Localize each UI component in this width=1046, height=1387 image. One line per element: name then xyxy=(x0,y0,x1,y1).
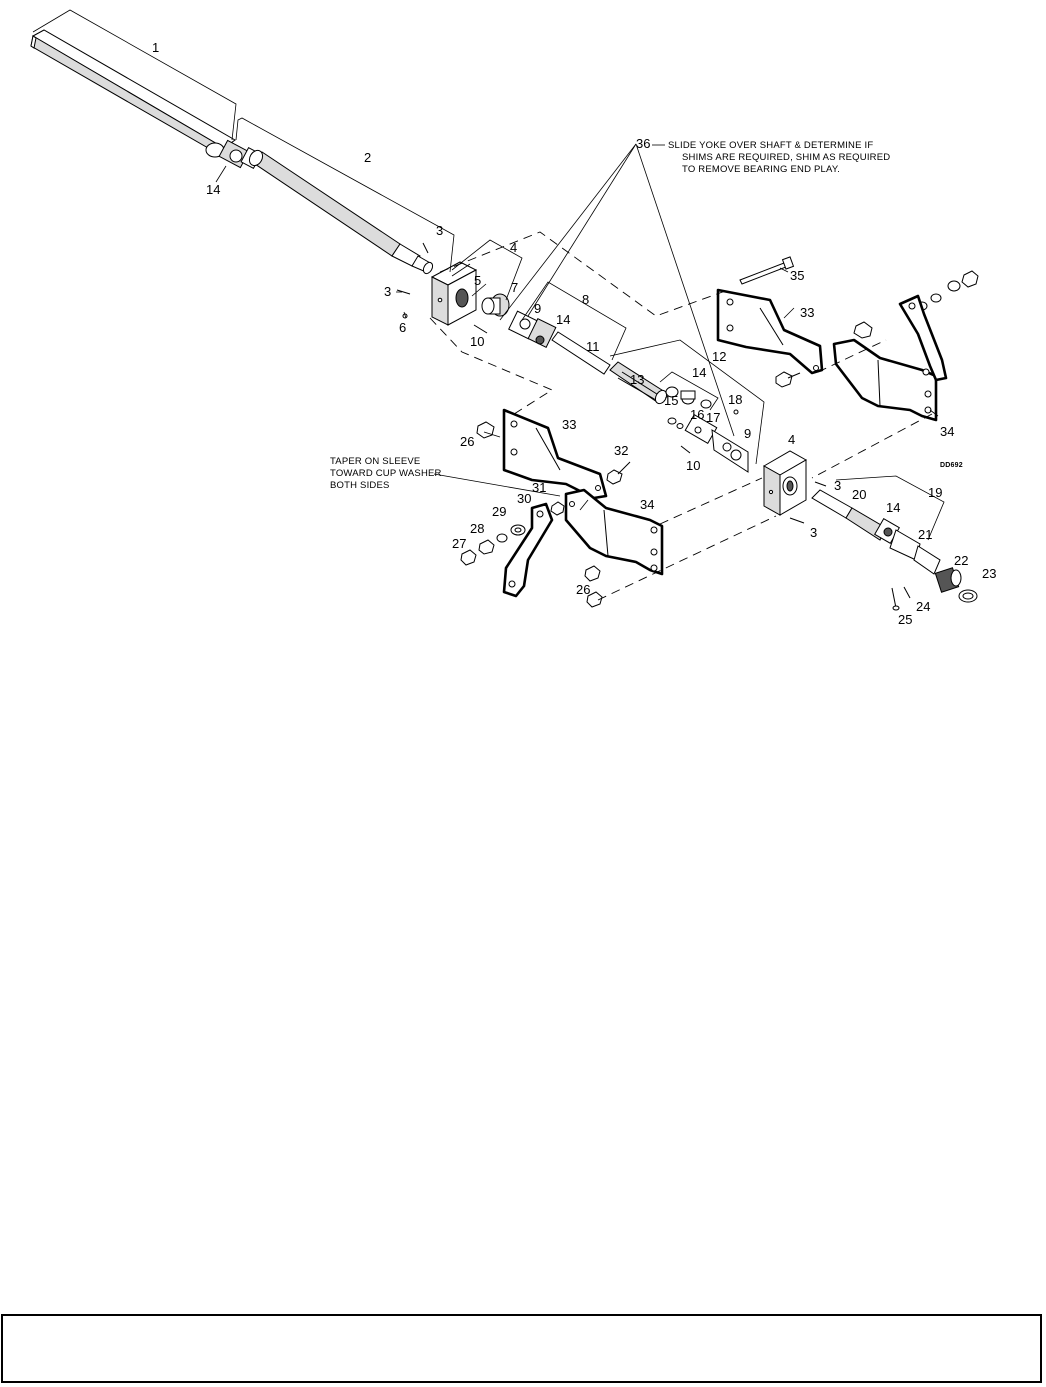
note-slide-yoke-line-1: SLIDE YOKE OVER SHAFT & DETERMINE IF xyxy=(668,140,873,151)
callout-33b: 33 xyxy=(562,417,576,432)
part-13-splined-sleeve xyxy=(609,361,668,405)
callout-15: 15 xyxy=(664,393,678,408)
part-35-long-bolt xyxy=(739,256,795,285)
callout-5: 5 xyxy=(474,273,481,288)
callout-2: 2 xyxy=(364,150,371,165)
part-3-pin-b xyxy=(396,289,411,295)
callout-17: 17 xyxy=(706,410,720,425)
callout-3b: 3 xyxy=(384,284,391,299)
callout-27: 27 xyxy=(452,536,466,551)
callout-24: 24 xyxy=(916,599,930,614)
callout-23: 23 xyxy=(982,566,996,581)
part-3-pin-a xyxy=(422,242,429,254)
callout-26b: 26 xyxy=(576,582,590,597)
callout-13: 13 xyxy=(630,372,644,387)
assembly-brackets xyxy=(32,9,945,541)
callout-34b: 34 xyxy=(640,497,654,512)
callout-32: 32 xyxy=(614,443,628,458)
callout-3d: 3 xyxy=(810,525,817,540)
callout-4b: 4 xyxy=(788,432,795,447)
part-3-pin-c xyxy=(814,481,827,487)
part-7-bearing xyxy=(481,293,510,317)
callout-10b: 10 xyxy=(686,458,700,473)
part-15-16-washers xyxy=(665,386,712,429)
part-25-bolt xyxy=(891,587,900,611)
part-2-tube-shaft xyxy=(248,149,434,275)
note-taper: TAPER ON SLEEVE TOWARD CUP WASHER BOTH S… xyxy=(330,456,442,491)
exploded-parts-diagram: 1 2 14 3 3 4 5 6 7 10 9 8 14 11 13 12 14… xyxy=(30,9,996,627)
note-slide-yoke-line-2: SHIMS ARE REQUIRED, SHIM AS REQUIRED xyxy=(682,152,890,163)
callout-34a: 34 xyxy=(940,424,954,439)
note-slide-yoke-line-3: TO REMOVE BEARING END PLAY. xyxy=(682,164,840,175)
part-10-pin-right xyxy=(680,445,691,454)
callout-3c: 3 xyxy=(834,478,841,493)
callout-10a: 10 xyxy=(470,334,484,349)
part-10-pin-left xyxy=(473,324,488,334)
footer-box xyxy=(1,1314,1042,1383)
note-taper-line-3: BOTH SIDES xyxy=(330,480,390,491)
callout-26a: 26 xyxy=(460,434,474,449)
part-17-yoke xyxy=(684,409,749,473)
callout-33a: 33 xyxy=(800,305,814,320)
callout-7: 7 xyxy=(511,280,518,295)
part-33-bracket-lower xyxy=(502,408,608,500)
note-slide-yoke: SLIDE YOKE OVER SHAFT & DETERMINE IF SHI… xyxy=(652,140,890,175)
part-33-bracket-upper xyxy=(716,288,824,375)
callout-3a: 3 xyxy=(436,223,443,238)
part-19-output-shaft-assembly xyxy=(811,489,941,575)
part-bolt-upper xyxy=(775,371,801,388)
callout-8: 8 xyxy=(582,292,589,307)
callout-30: 30 xyxy=(517,491,531,506)
part-1-square-shaft xyxy=(30,29,236,157)
part-32-bolt xyxy=(606,461,631,485)
callout-12: 12 xyxy=(712,349,726,364)
part-34-bracket-upper xyxy=(832,294,948,422)
note-taper-line-2: TOWARD CUP WASHER xyxy=(330,468,442,479)
part-31-link-lower xyxy=(502,502,554,598)
callout-9b: 9 xyxy=(744,426,751,441)
callout-21: 21 xyxy=(918,527,932,542)
callout-35: 35 xyxy=(790,268,804,283)
callout-1: 1 xyxy=(152,40,159,55)
assembly-lines xyxy=(429,231,933,601)
part-34-bracket-lower xyxy=(564,488,664,576)
callout-36: 36 xyxy=(636,136,650,151)
callout-4a: 4 xyxy=(510,240,517,255)
callout-14a: 14 xyxy=(206,182,220,197)
callout-leaders xyxy=(215,143,939,511)
callout-14b: 14 xyxy=(556,312,570,327)
callout-18: 18 xyxy=(728,392,742,407)
part-24-pin xyxy=(903,586,911,599)
callout-22: 22 xyxy=(954,553,968,568)
callout-28: 28 xyxy=(470,521,484,536)
note-taper-line-1: TAPER ON SLEEVE xyxy=(330,456,420,467)
callout-14d: 14 xyxy=(886,500,900,515)
callout-labels: 1 2 14 3 3 4 5 6 7 10 9 8 14 11 13 12 14… xyxy=(152,40,996,627)
part-4-bearing-block-right xyxy=(762,450,808,516)
callout-6: 6 xyxy=(399,320,406,335)
part-8-yoke-shaft-assembly xyxy=(508,310,611,375)
callout-14c: 14 xyxy=(692,365,706,380)
callout-11: 11 xyxy=(586,339,600,354)
part-22-23-bearing-seal xyxy=(934,567,978,603)
callout-9a: 9 xyxy=(534,301,541,316)
callout-19: 19 xyxy=(928,485,942,500)
callout-25: 25 xyxy=(898,612,912,627)
diagram-code: DD692 xyxy=(940,462,963,469)
part-3-pin-d xyxy=(789,517,805,524)
part-5-bearing-block-left xyxy=(430,261,478,326)
callout-29: 29 xyxy=(492,504,506,519)
callout-20: 20 xyxy=(852,487,866,502)
callout-31: 31 xyxy=(532,480,546,495)
callout-16: 16 xyxy=(690,407,704,422)
